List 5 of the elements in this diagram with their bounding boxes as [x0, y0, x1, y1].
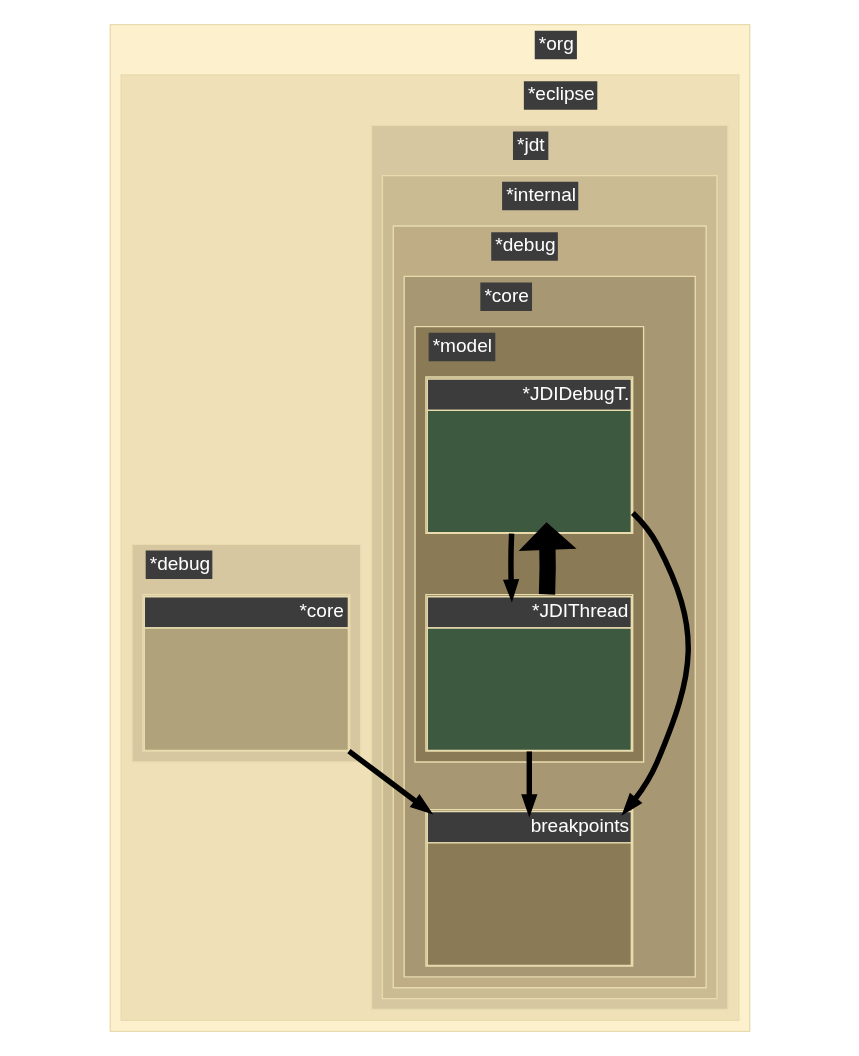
arrow — [346, 748, 433, 815]
arrow — [620, 511, 691, 816]
arrow — [502, 533, 519, 603]
arrow — [518, 522, 577, 595]
arrow — [520, 751, 537, 818]
